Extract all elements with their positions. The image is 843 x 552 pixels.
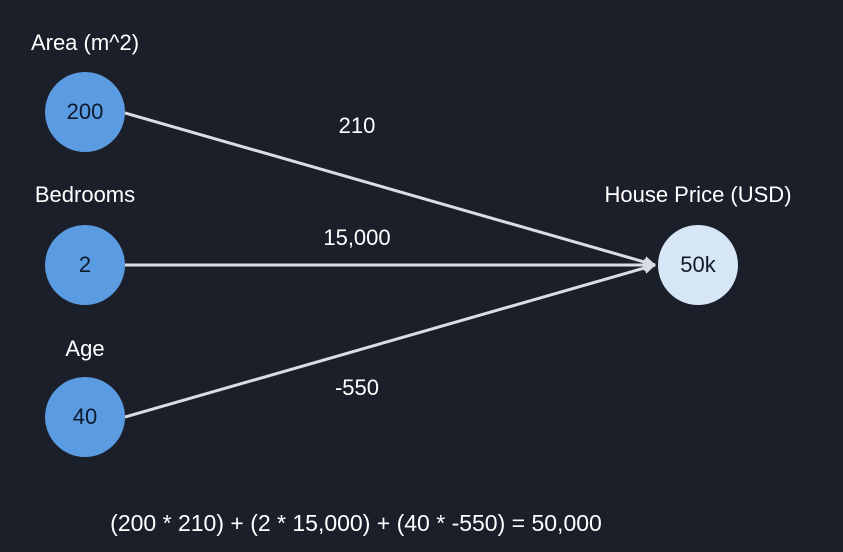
input-node-bedrooms: 2 (45, 225, 125, 305)
input-label-age: Age (65, 336, 105, 361)
formula-text: (200 * 210) + (2 * 15,000) + (40 * -550)… (110, 510, 602, 536)
connection-area-to-price (124, 111, 656, 268)
connection-age-to-price (124, 262, 656, 419)
input-label-area: Area (m^2) (30, 30, 140, 55)
weight-bedrooms: 15,000 (323, 225, 391, 250)
weight-age: -550 (334, 375, 380, 400)
weight-area: 210 (338, 113, 376, 138)
input-node-area: 200 (45, 72, 125, 152)
input-node-age: 40 (45, 377, 125, 457)
input-label-bedrooms: Bedrooms (34, 182, 136, 207)
output-node-price: 50k (658, 225, 738, 305)
output-label: House Price (USD) (604, 182, 792, 207)
